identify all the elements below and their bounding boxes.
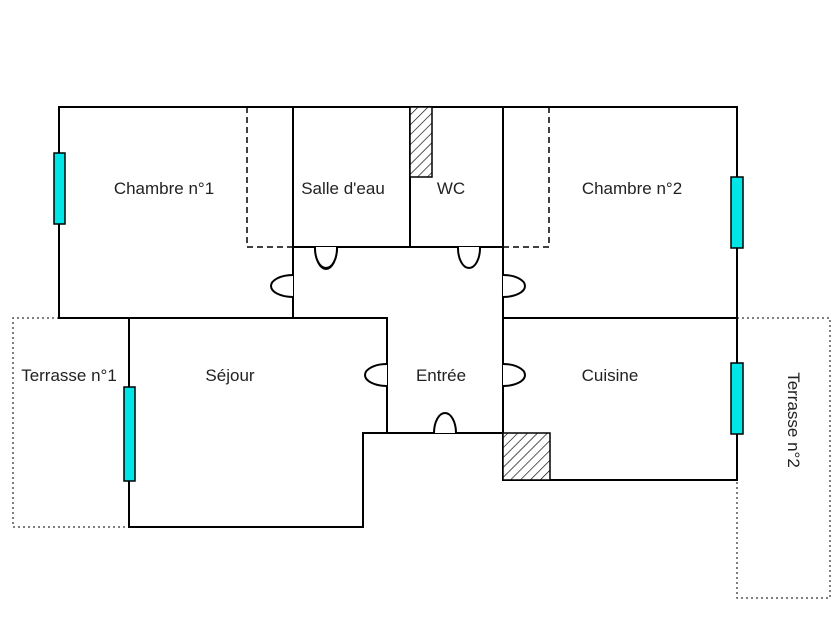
duct-wc [409, 106, 433, 178]
door-sejour [363, 363, 388, 387]
windows [53, 152, 744, 482]
door-chambre-2 [502, 274, 527, 298]
terrasse-2-outline [736, 317, 831, 599]
duct-cuisine [502, 432, 551, 481]
label-entree: Entrée [416, 366, 466, 385]
window-cuisine [730, 362, 744, 435]
label-cuisine: Cuisine [582, 366, 639, 385]
window-chambre-2 [730, 176, 744, 249]
window-sejour [123, 386, 136, 482]
door-entree [433, 411, 457, 434]
label-chambre-2: Chambre n°2 [582, 179, 682, 198]
label-sejour: Séjour [205, 366, 254, 385]
terrasse-1-outline [12, 317, 129, 528]
label-terrasse-1: Terrasse n°1 [21, 366, 117, 385]
label-terrasse-2: Terrasse n°2 [784, 372, 803, 468]
doors [269, 246, 527, 434]
walls [58, 106, 738, 528]
label-salle-eau: Salle d'eau [301, 179, 385, 198]
door-wc [456, 246, 482, 270]
closet-chambre-2 [503, 107, 550, 248]
door-cuisine [502, 363, 527, 387]
label-wc: WC [437, 179, 465, 198]
closet-chambre-1 [246, 107, 293, 248]
label-chambre-1: Chambre n°1 [114, 179, 214, 198]
window-chambre-1 [53, 152, 66, 225]
